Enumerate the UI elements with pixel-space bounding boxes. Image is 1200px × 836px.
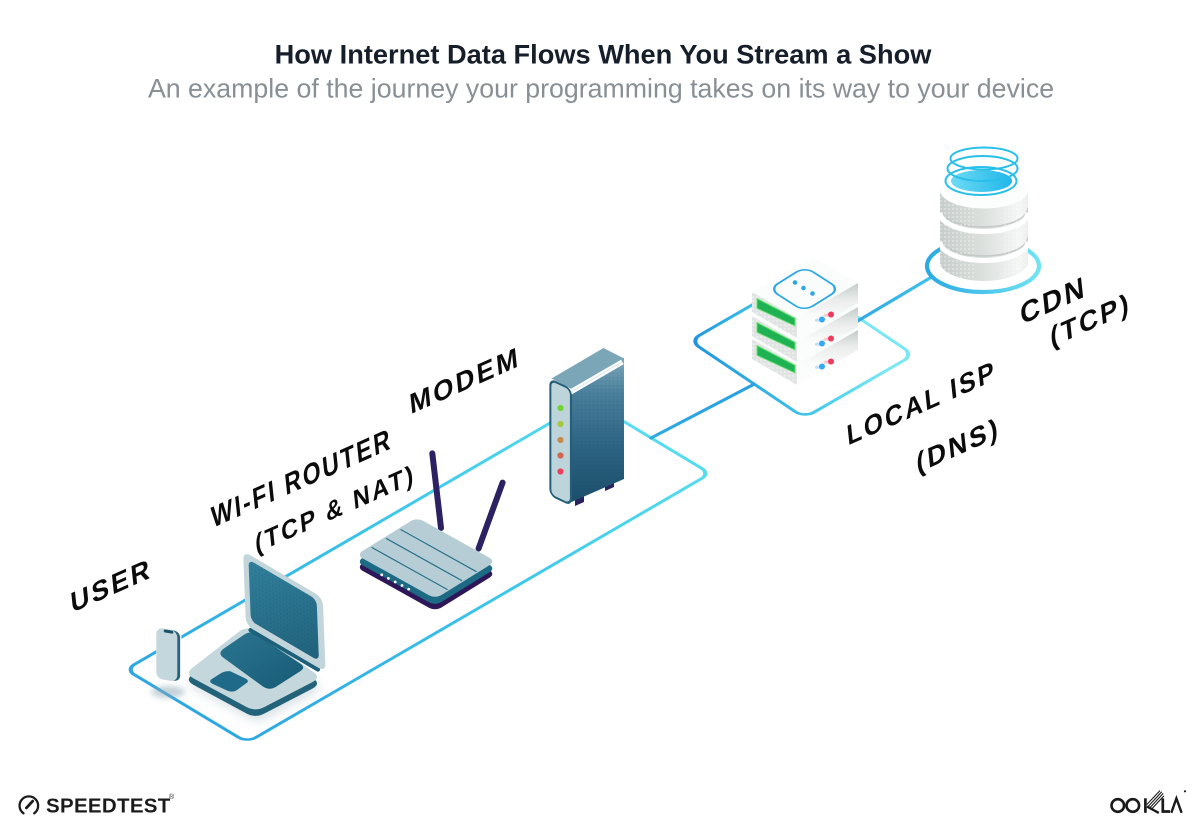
svg-text:(DNS): (DNS) — [915, 411, 1002, 479]
svg-text:SPEEDTEST: SPEEDTEST — [46, 795, 171, 818]
svg-text:An example of the journey your: An example of the journey your programmi… — [148, 73, 1054, 103]
svg-text:How Internet Data Flows When Y: How Internet Data Flows When You Stream … — [275, 39, 933, 69]
svg-text:USER: USER — [69, 552, 153, 619]
svg-text:®: ® — [169, 793, 175, 801]
svg-text:MODEM: MODEM — [408, 340, 522, 420]
